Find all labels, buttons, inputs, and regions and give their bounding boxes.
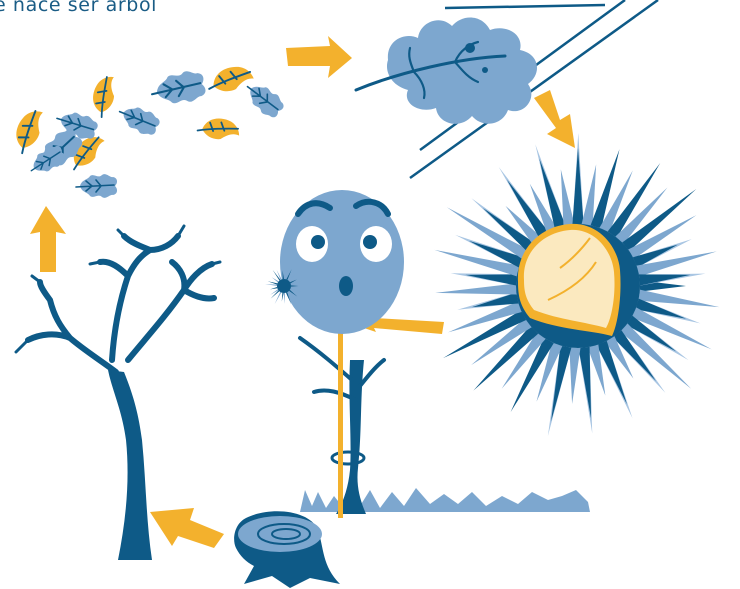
burr-spike — [282, 293, 284, 302]
arrow-right — [286, 36, 352, 78]
sapling-ring — [332, 452, 364, 464]
burr-spike — [284, 293, 285, 304]
burr-spike — [579, 347, 592, 418]
burr-spike — [270, 287, 277, 289]
leaf-blue — [115, 100, 162, 139]
decor-line — [445, 5, 605, 8]
burr-spike — [572, 148, 583, 224]
leaf-orange — [206, 64, 255, 95]
spiky-chestnut-burr — [434, 133, 719, 436]
arrow-up — [30, 206, 66, 272]
burr-spike — [561, 169, 575, 225]
leaf-orange — [7, 105, 50, 156]
growth-stick — [338, 328, 343, 518]
burr-spike — [569, 347, 580, 403]
burr-core — [277, 279, 291, 293]
burr-spike — [466, 274, 518, 285]
burr-spike — [435, 283, 516, 294]
mouth — [339, 276, 353, 296]
leaf-blue — [76, 174, 117, 198]
leaf-spot — [482, 67, 488, 73]
bare-tree-trunk — [108, 370, 152, 560]
leaf-blue — [241, 77, 288, 122]
burr-spike — [265, 284, 277, 286]
leaf-blue — [149, 69, 207, 109]
leaf-spot — [465, 43, 475, 53]
pupil-left — [311, 235, 325, 249]
falling-leaves — [7, 64, 287, 198]
arrow-up-left — [150, 508, 224, 548]
burr-spike — [268, 281, 278, 284]
arrow-down — [534, 90, 575, 148]
tree-stump — [234, 511, 340, 588]
oak-leaf — [356, 0, 658, 178]
burr-spike — [272, 277, 279, 282]
leaf-orange — [197, 115, 242, 143]
pupil-right — [363, 235, 377, 249]
leaf-orange — [87, 72, 121, 119]
